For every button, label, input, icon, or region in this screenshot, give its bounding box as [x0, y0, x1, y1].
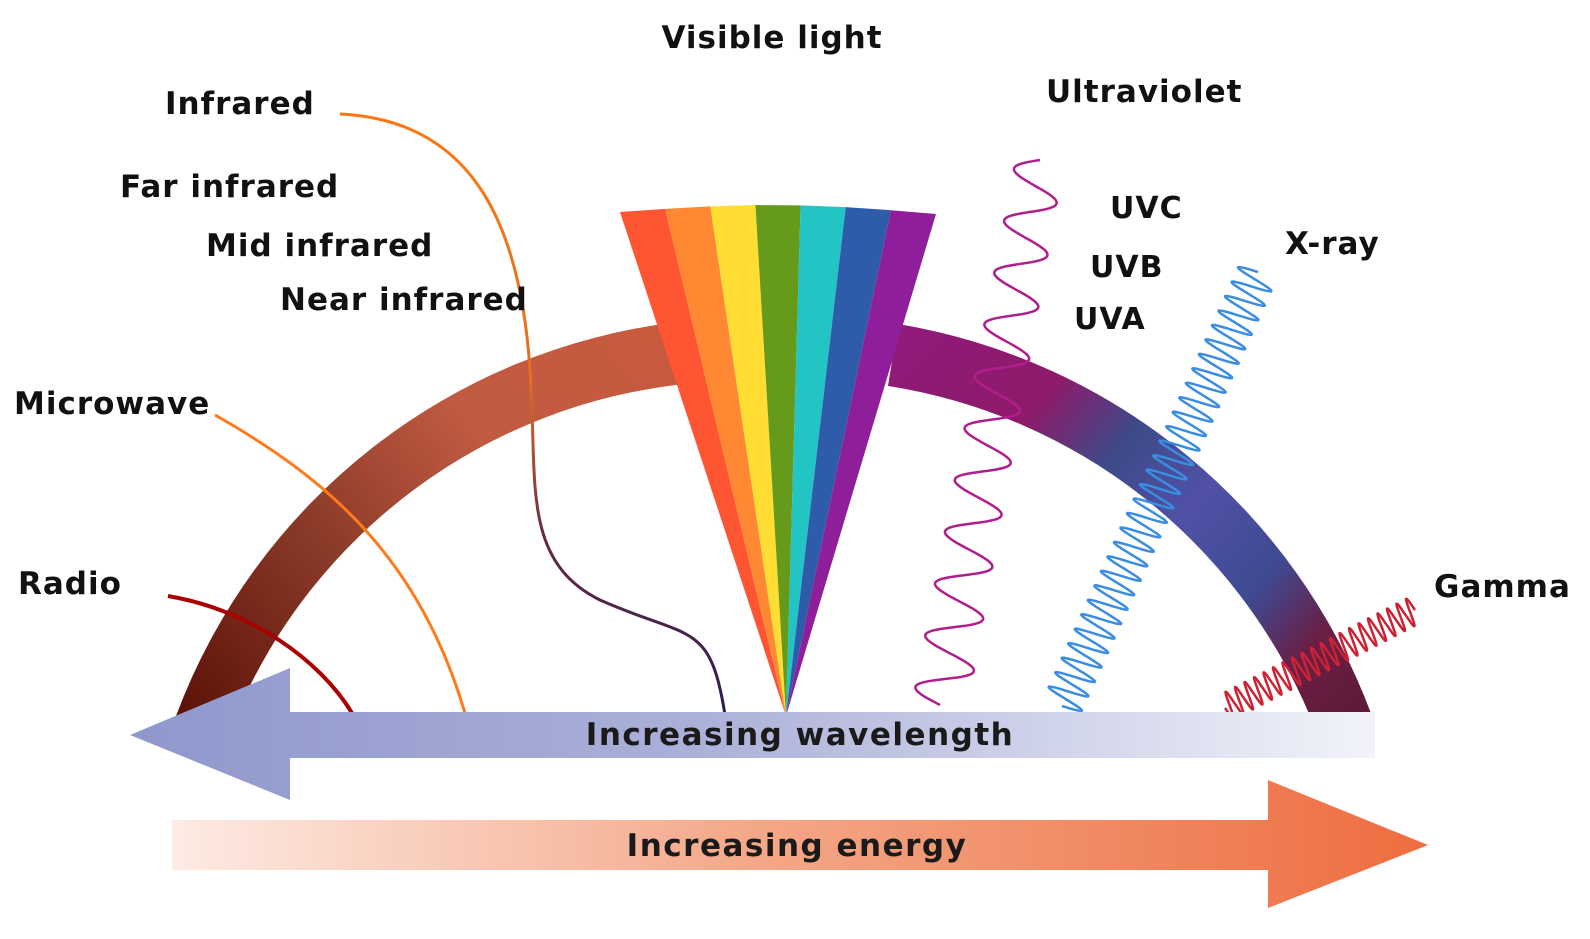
label-mid-infrared: Mid infrared	[206, 228, 433, 264]
spectrum-band-4	[755, 205, 801, 716]
ultraviolet-wave	[914, 158, 1058, 707]
label-visible-light: Visible light	[661, 20, 882, 56]
spectrum-band-1	[620, 208, 786, 717]
x-ray-wave	[1047, 265, 1273, 713]
spectrum-band-6	[786, 207, 891, 716]
visible-spectrum-fan	[620, 205, 936, 717]
label-x-ray: X-ray	[1285, 226, 1380, 262]
radio-wave-line	[167, 594, 354, 715]
wavelength-arrow-label: Increasing wavelength	[586, 717, 1014, 753]
label-microwave: Microwave	[14, 386, 210, 422]
label-ultraviolet: Ultraviolet	[1046, 74, 1242, 110]
spectrum-band-2	[665, 206, 786, 716]
label-far-infrared: Far infrared	[120, 169, 339, 205]
label-infrared: Infrared	[165, 86, 315, 122]
energy-arrow-label: Increasing energy	[627, 828, 968, 864]
label-uvb: UVB	[1090, 250, 1163, 285]
microwave-line	[214, 413, 467, 714]
infrared-line	[339, 112, 727, 716]
arc-band-right	[888, 324, 1372, 716]
wavelength-arrow	[130, 668, 1375, 800]
label-radio: Radio	[18, 566, 122, 602]
spectrum-band-7	[786, 210, 936, 716]
label-uvc: UVC	[1110, 191, 1183, 226]
energy-arrow	[172, 780, 1428, 908]
label-gamma: Gamma	[1434, 569, 1571, 605]
label-near-infrared: Near infrared	[280, 282, 528, 318]
arc-band-left	[176, 322, 685, 716]
spectrum-band-5	[786, 205, 846, 716]
label-uva: UVA	[1074, 302, 1146, 337]
gamma-wave	[1223, 597, 1417, 721]
spectrum-band-3	[710, 205, 786, 716]
